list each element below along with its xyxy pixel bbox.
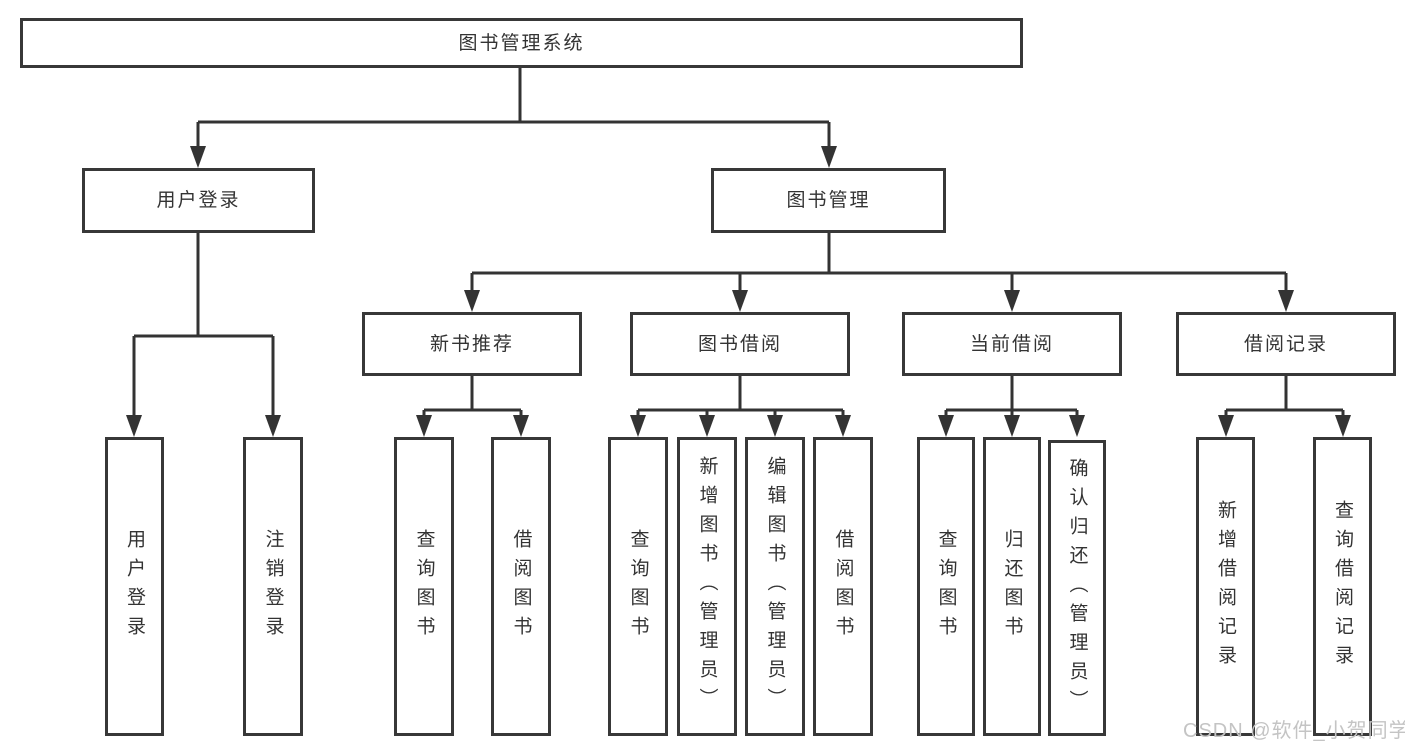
node-library-system: 图书管理系统 <box>20 18 1023 68</box>
node-query-books-1: 查询图书 <box>394 437 454 736</box>
node-borrowing-records: 借阅记录 <box>1176 312 1396 376</box>
watermark: CSDN @软件_小贺同学 <box>1183 720 1405 742</box>
node-add-books-admin: 新增图书（管理员） <box>677 437 737 736</box>
node-book-management: 图书管理 <box>711 168 946 233</box>
node-edit-books-admin: 编辑图书（管理员） <box>745 437 805 736</box>
node-borrow-books-2: 借阅图书 <box>813 437 873 736</box>
node-user-login: 用户登录 <box>105 437 164 736</box>
node-query-borrow-record: 查询借阅记录 <box>1313 437 1372 736</box>
node-borrow-books-1: 借阅图书 <box>491 437 551 736</box>
node-query-books-3: 查询图书 <box>917 437 975 736</box>
node-current-borrowing: 当前借阅 <box>902 312 1122 376</box>
node-query-books-2: 查询图书 <box>608 437 668 736</box>
node-logout: 注销登录 <box>243 437 303 736</box>
node-new-book-recommendation: 新书推荐 <box>362 312 582 376</box>
arrowhead-icons <box>126 146 1351 437</box>
node-return-books: 归还图书 <box>983 437 1041 736</box>
node-user-login-group: 用户登录 <box>82 168 315 233</box>
node-book-borrowing: 图书借阅 <box>630 312 850 376</box>
node-confirm-return-admin: 确认归还（管理员） <box>1048 440 1106 736</box>
node-add-borrow-record: 新增借阅记录 <box>1196 437 1255 736</box>
